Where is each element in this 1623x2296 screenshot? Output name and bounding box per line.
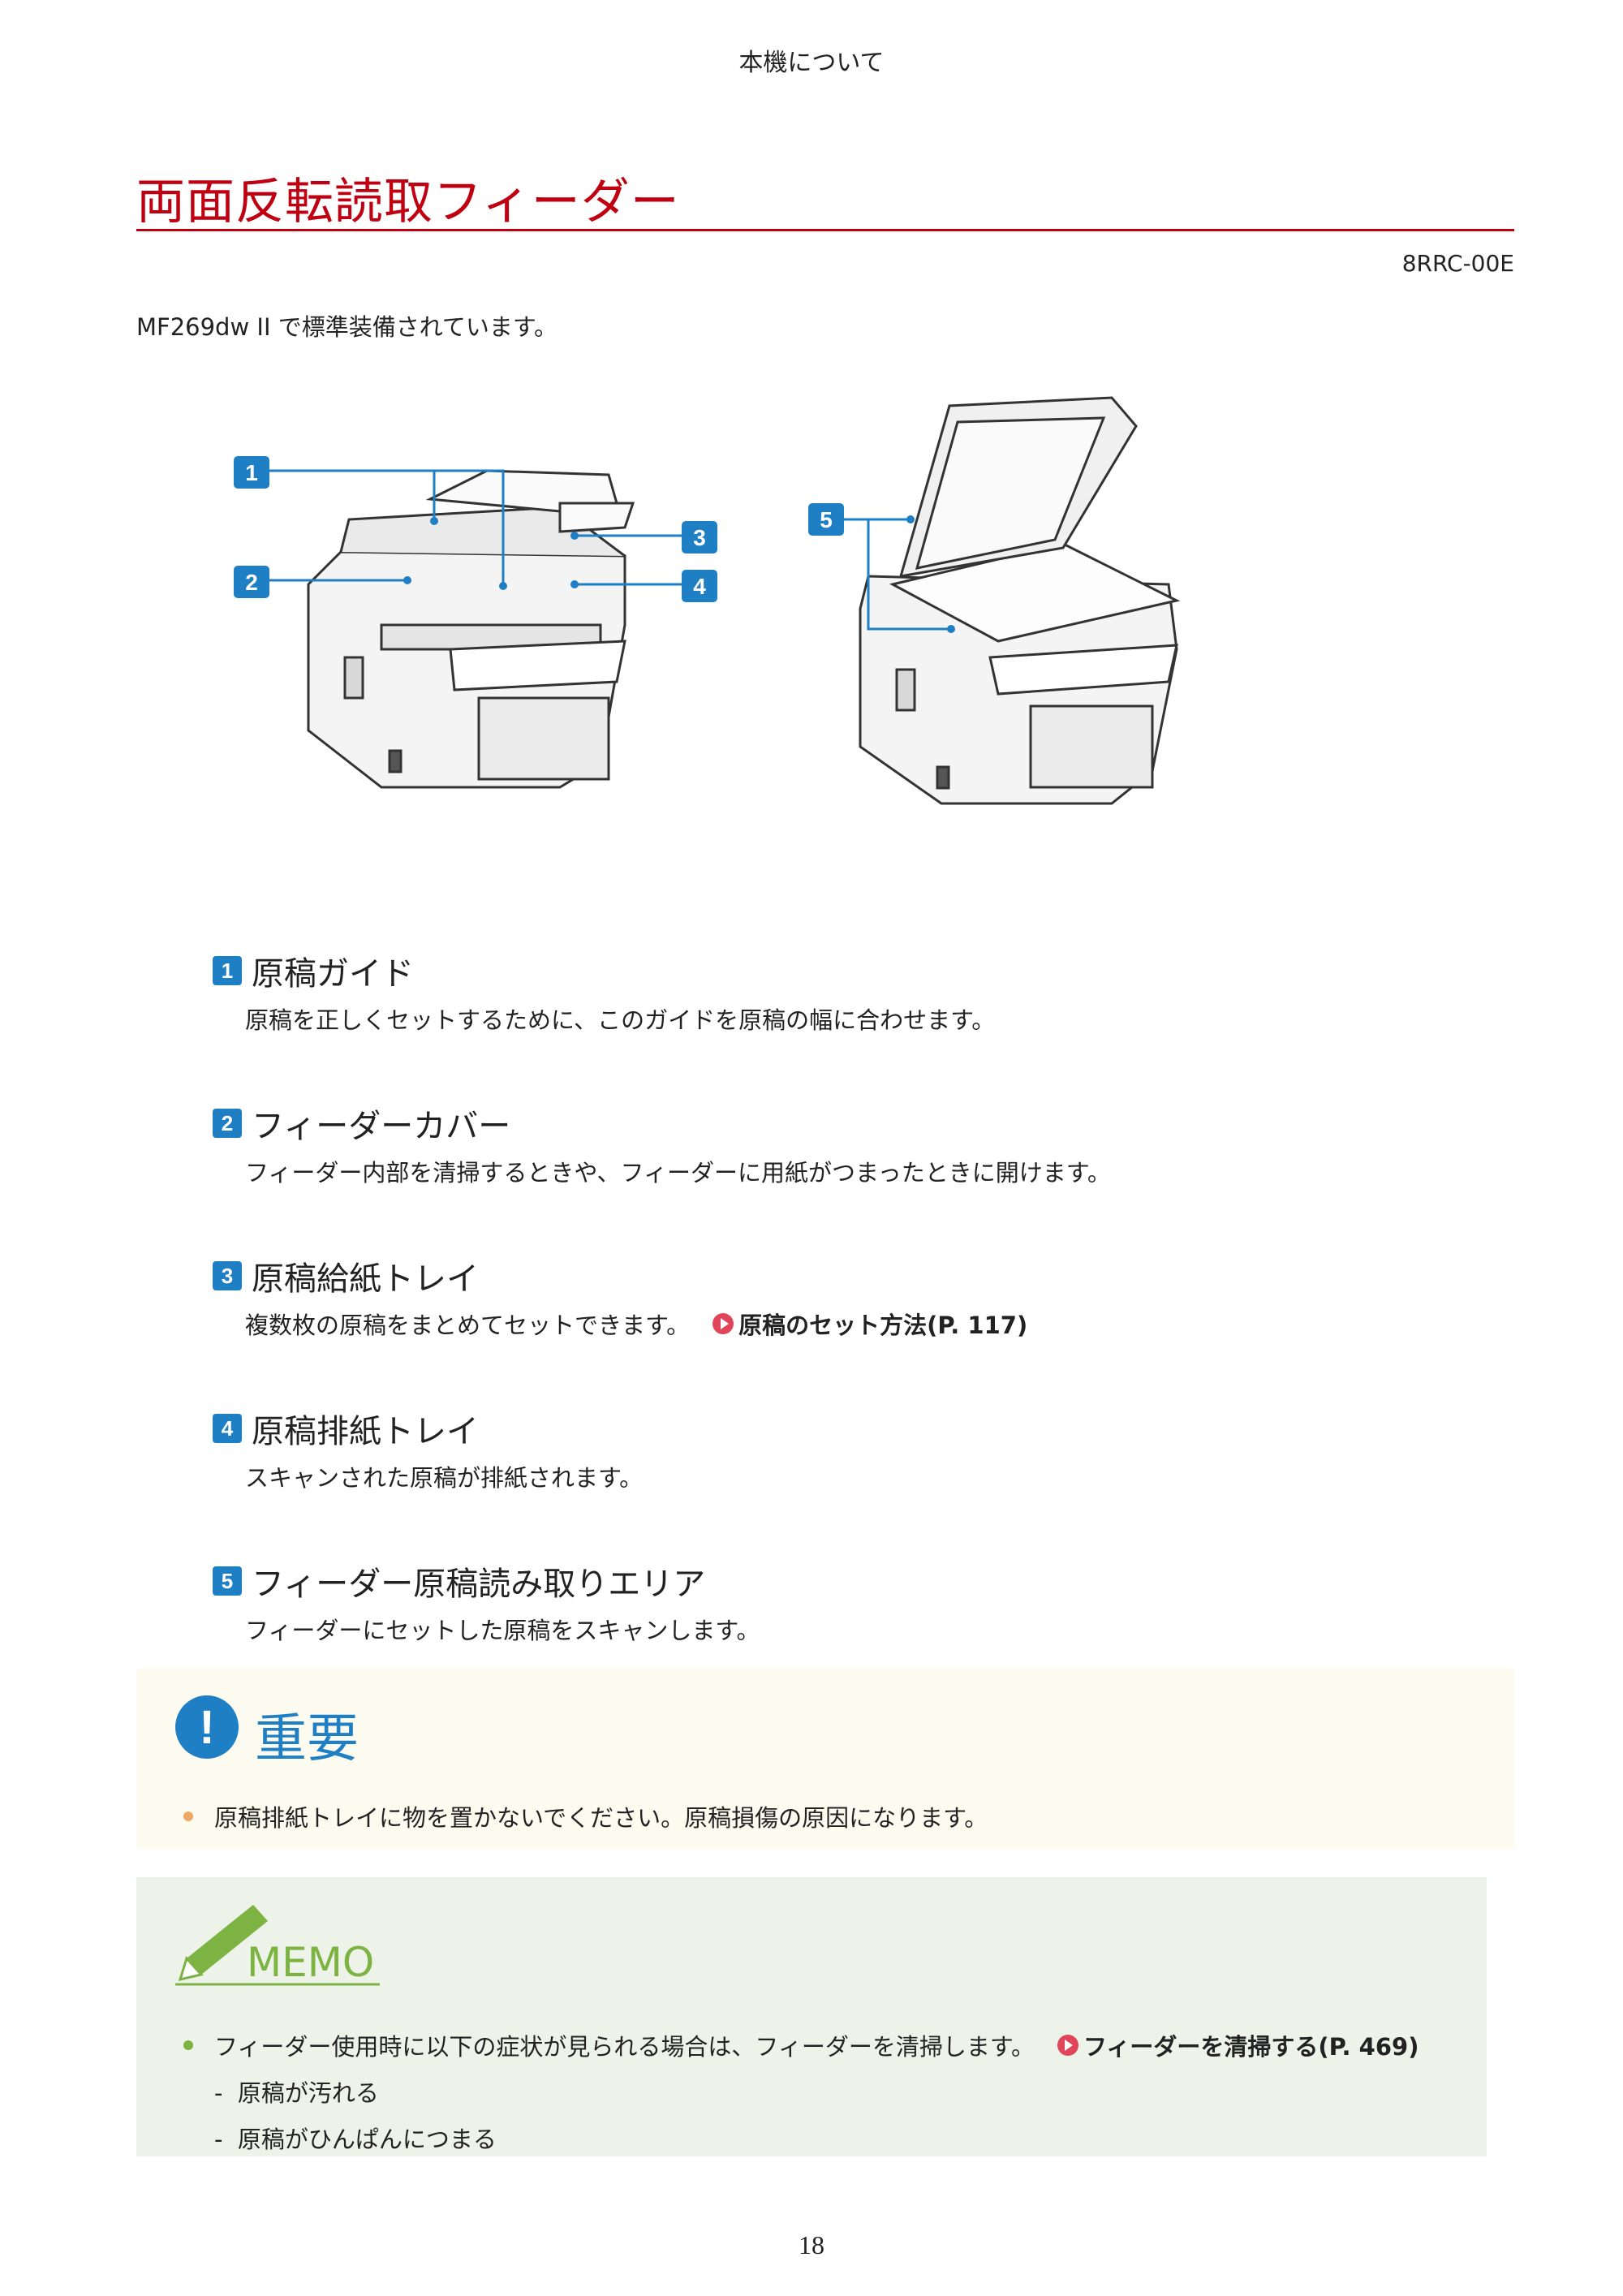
page-number: 18	[799, 2230, 824, 2259]
item-title: 原稿給紙トレイ	[252, 1260, 479, 1298]
callout-dots	[403, 515, 955, 633]
item-document-output-tray: 4 原稿排紙トレイ スキャンされた原稿が排紙されます。	[213, 1409, 1511, 1493]
item-description: 原稿を正しくセットするために、このガイドを原稿の幅に合わせます。	[245, 1006, 996, 1034]
callout-label-3: 3	[693, 525, 706, 550]
important-title: 重要	[255, 1709, 359, 1769]
number-badge: 1	[213, 956, 242, 985]
bullet-dot-icon	[183, 2040, 193, 2050]
item-description: フィーダー内部を清掃するときや、フィーダーに用紙がつまったときに開けます。	[245, 1159, 1111, 1187]
exclamation-icon: !	[175, 1695, 239, 1759]
item-feeder-cover: 2 フィーダーカバー フィーダー内部を清掃するときや、フィーダーに用紙がつまった…	[213, 1104, 1511, 1188]
printer-open-illustration	[859, 396, 1181, 805]
bullet-dot-icon	[183, 1811, 193, 1821]
item-document-feed-tray: 3 原稿給紙トレイ 複数枚の原稿をまとめてセットできます。 原稿のセット方法(P…	[213, 1256, 1511, 1341]
callout-label-1: 1	[245, 460, 258, 485]
pencil-icon: MEMO	[175, 1905, 380, 1986]
running-header: 本機について	[738, 49, 885, 77]
doc-code: 8RRC-00E	[1401, 250, 1514, 277]
item-description: フィーダーにセットした原稿をスキャンします。	[245, 1617, 760, 1644]
item-feeder-scan-area: 5 フィーダー原稿読み取りエリア フィーダーにセットした原稿をスキャンします。	[213, 1562, 1511, 1646]
memo-sub-item: - 原稿がひんぱんにつまる	[214, 2121, 497, 2155]
printer-closed-illustration	[307, 469, 635, 789]
page-title: 両面反転読取フィーダー	[136, 174, 680, 230]
dash-marker: -	[214, 2079, 223, 2107]
memo-bullet: フィーダー使用時に以下の症状が見られる場合は、フィーダーを清掃します。 フィーダ…	[183, 2028, 1419, 2062]
item-title: フィーダー原稿読み取りエリア	[252, 1566, 706, 1603]
item-title: 原稿排紙トレイ	[252, 1413, 479, 1450]
memo-sub-text: 原稿がひんぱんにつまる	[237, 2126, 497, 2153]
item-title: 原稿ガイド	[252, 955, 414, 993]
number-badge: 4	[213, 1414, 242, 1443]
number-badge: 3	[213, 1261, 242, 1290]
item-document-guide: 1 原稿ガイド 原稿を正しくセットするために、このガイドを原稿の幅に合わせます。	[213, 951, 1511, 1036]
number-badge: 5	[213, 1566, 242, 1596]
title-rule	[136, 229, 1514, 231]
important-text: 原稿排紙トレイに物を置かないでください。原稿損傷の原因になります。	[214, 1804, 988, 1832]
link-label: フィーダーを清掃する(P. 469)	[1083, 2033, 1419, 2061]
printer-illustration: 1 2 3 4 5	[219, 381, 1209, 836]
memo-box: MEMO フィーダー使用時に以下の症状が見られる場合は、フィーダーを清掃します。…	[136, 1877, 1487, 2156]
link-clean-feeder[interactable]: フィーダーを清掃する(P. 469)	[1057, 2028, 1419, 2062]
item-title: フィーダーカバー	[252, 1108, 511, 1145]
item-description: スキャンされた原稿が排紙されます。	[245, 1464, 644, 1492]
memo-sub-text: 原稿が汚れる	[237, 2079, 379, 2107]
important-bullet: 原稿排紙トレイに物を置かないでください。原稿損傷の原因になります。	[183, 1799, 988, 1833]
link-arrow-icon	[712, 1313, 734, 1334]
memo-label: MEMO	[247, 1939, 374, 1986]
link-arrow-icon	[1057, 2035, 1078, 2056]
printer-illustration-svg: 1 2 3 4 5	[234, 396, 1181, 805]
memo-sub-item: - 原稿が汚れる	[214, 2074, 379, 2109]
intro-text: MF269dw II で標準装備されています。	[136, 313, 558, 341]
link-set-documents[interactable]: 原稿のセット方法(P. 117)	[712, 1307, 1027, 1341]
memo-text: フィーダー使用時に以下の症状が見られる場合は、フィーダーを清掃します。	[214, 2033, 1035, 2061]
callout-label-2: 2	[245, 570, 258, 595]
number-badge: 2	[213, 1109, 242, 1138]
callout-lines	[268, 469, 949, 631]
dash-marker: -	[214, 2126, 223, 2153]
link-label: 原稿のセット方法(P. 117)	[738, 1312, 1028, 1339]
item-description: 複数枚の原稿をまとめてセットできます。	[245, 1312, 691, 1339]
important-box: ! 重要 原稿排紙トレイに物を置かないでください。原稿損傷の原因になります。	[136, 1668, 1514, 1848]
callout-label-4: 4	[693, 574, 706, 599]
callout-label-5: 5	[820, 507, 833, 532]
callout-badges: 1 2 3 4 5	[234, 456, 844, 602]
